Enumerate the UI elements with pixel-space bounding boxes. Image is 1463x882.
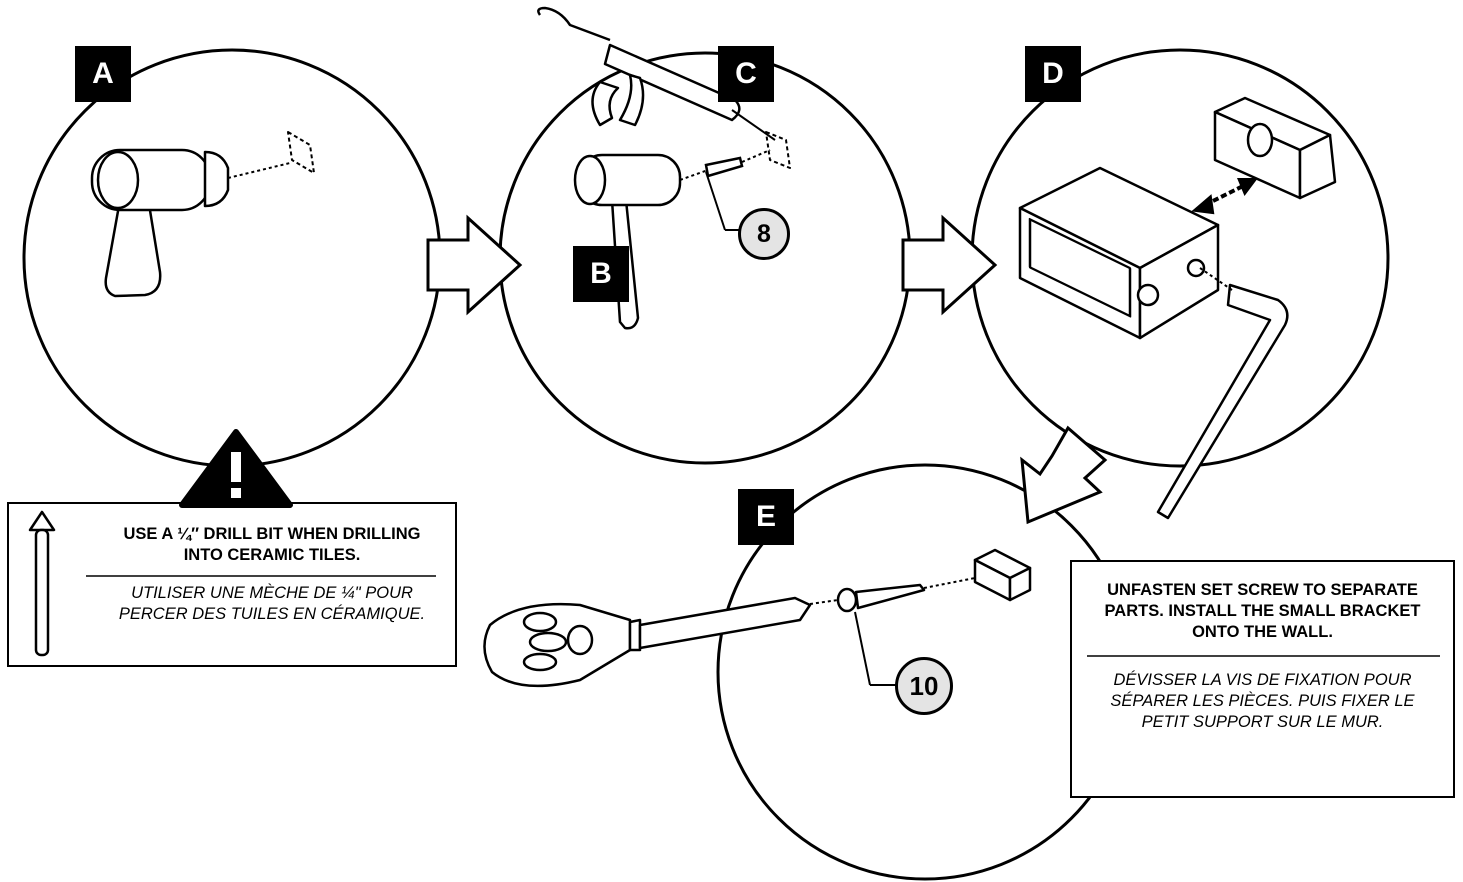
- instruction-en-line-3: ONTO THE WALL.: [1192, 623, 1333, 641]
- warning-fr-line-1: UTILISER UNE MÈCHE DE ¼" POUR: [131, 584, 413, 602]
- callout-screw: 10: [895, 657, 953, 715]
- warning-fr-line-2: PERCER DES TUILES EN CÉRAMIQUE.: [118, 605, 426, 623]
- instruction-text-fr: DÉVISSER LA VIS DE FIXATION POUR SÉPARER…: [1071, 670, 1454, 733]
- warning-box: [7, 502, 457, 667]
- warning-text-fr: UTILISER UNE MÈCHE DE ¼" POUR PERCER DES…: [84, 583, 460, 625]
- step-bc-circle: [498, 51, 912, 465]
- drill-bit-icon: [28, 510, 56, 657]
- warning-en-line-2: INTO CERAMIC TILES.: [183, 546, 361, 564]
- double-arrow-icon: [1191, 178, 1258, 215]
- step-label-e: E: [738, 489, 794, 545]
- instruction-en-line-2: PARTS. INSTALL THE SMALL BRACKET: [1104, 602, 1421, 620]
- arrow-right-1: [426, 214, 523, 316]
- allen-key-icon: [1156, 267, 1289, 520]
- step-label-a: A: [75, 46, 131, 102]
- step-a-circle: [22, 48, 442, 468]
- caulk-gun-icon: [537, 6, 791, 169]
- arrow-down-left: [1020, 425, 1108, 525]
- warning-text-en: USE A ¼″ DRILL BIT WHEN DRILLING INTO CE…: [86, 524, 458, 566]
- callout-anchor: 8: [738, 208, 790, 260]
- warning-en-line-1: USE A ¼″ DRILL BIT WHEN DRILLING: [123, 525, 421, 543]
- small-bracket-icon-e: [973, 548, 1032, 602]
- instruction-en-line-1: UNFASTEN SET SCREW TO SEPARATE: [1107, 581, 1418, 599]
- instruction-fr-line-3: PETIT SUPPORT SUR LE MUR.: [1141, 713, 1384, 731]
- step-label-c: C: [718, 46, 774, 102]
- screw-icon: [836, 577, 976, 686]
- mounting-bracket-icon: [1018, 166, 1220, 340]
- step-label-d: D: [1025, 46, 1081, 102]
- arrow-right-2: [901, 214, 998, 316]
- drill-icon: [90, 131, 315, 298]
- step-label-b: B: [573, 246, 629, 302]
- screwdriver-icon: [483, 596, 839, 688]
- instruction-text-en: UNFASTEN SET SCREW TO SEPARATE PARTS. IN…: [1071, 580, 1454, 643]
- instruction-fr-line-1: DÉVISSER LA VIS DE FIXATION POUR: [1113, 671, 1412, 689]
- instruction-box: [1070, 560, 1455, 798]
- warning-triangle-icon: [179, 429, 293, 508]
- instruction-fr-line-2: SÉPARER LES PIÈCES. PUIS FIXER LE: [1110, 692, 1415, 710]
- small-bracket-icon: [1213, 96, 1337, 200]
